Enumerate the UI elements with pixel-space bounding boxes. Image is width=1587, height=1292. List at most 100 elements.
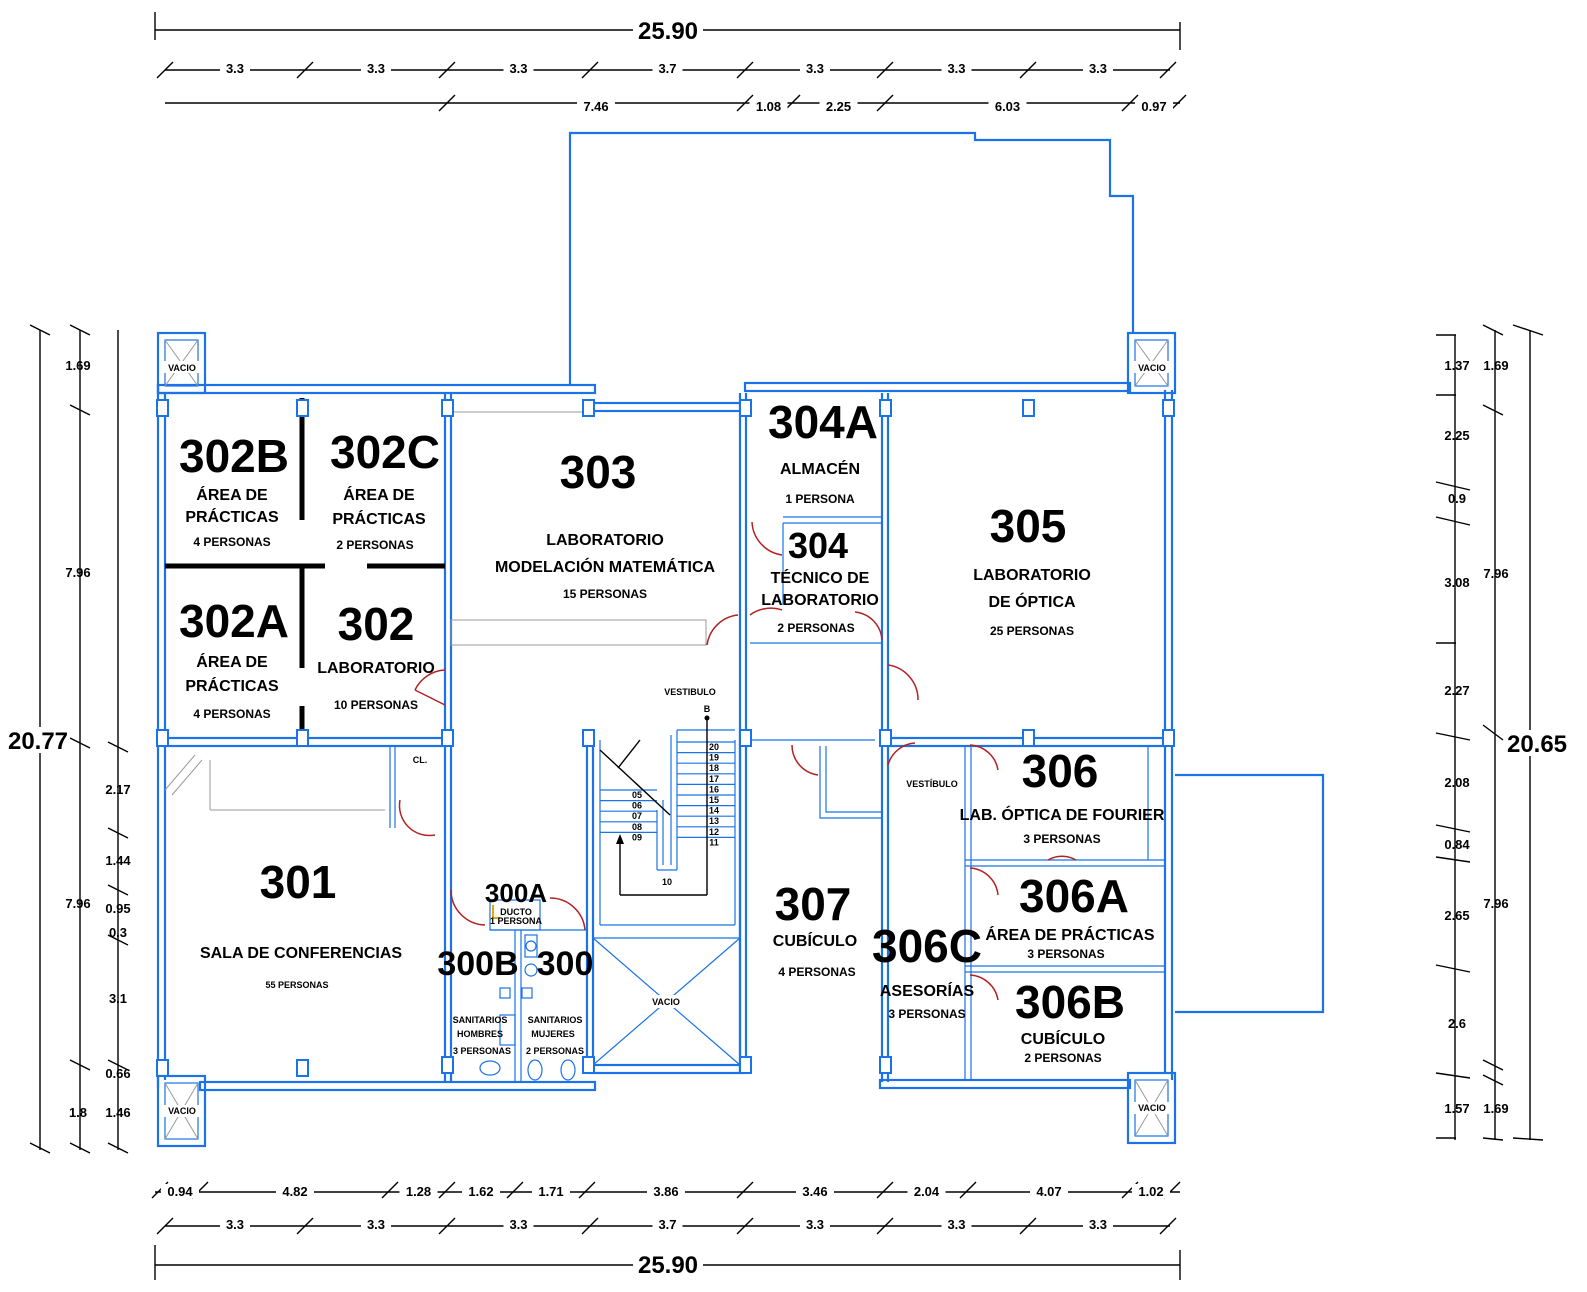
dim-label: 7.46 [583, 99, 608, 114]
room-306a: 306A ÁREA DE PRÁCTICAS 3 PERSONAS [985, 870, 1155, 961]
room-name: DE ÓPTICA [988, 592, 1076, 611]
dim-label: 3.3 [1089, 61, 1107, 76]
dim-label: 1.08 [756, 99, 781, 114]
dim-label: 2.6 [1448, 1016, 1466, 1031]
room-306b: 306B CUBÍCULO 2 PERSONAS [1015, 976, 1125, 1065]
dim-label-bg [532, 1184, 570, 1198]
room-name: LAB. ÓPTICA DE FOURIER [960, 805, 1165, 824]
room-name: CUBÍCULO [1021, 1029, 1105, 1048]
left-dimensions: 20.77 1.69 7.96 7.96 1.8 2.17 1.44 0.95 … [8, 324, 131, 1154]
column [441, 399, 454, 417]
dim-tick [736, 61, 754, 79]
bottom-total-dimension: 25.90 [638, 1252, 698, 1279]
room-occupancy: 4 PERSONAS [193, 535, 270, 549]
dim-label: 1.28 [406, 1184, 431, 1199]
room-number: 306 [1022, 745, 1099, 797]
dim-label: 0.94 [167, 1184, 193, 1199]
room-name: SANITARIOS [528, 1015, 583, 1025]
dim-tick [578, 1181, 596, 1199]
room-name: HOMBRES [457, 1029, 503, 1039]
columns [156, 399, 1175, 1077]
dim-label: 0.3 [109, 925, 127, 940]
room-number: 305 [990, 500, 1067, 552]
dim-label-bg [800, 1217, 830, 1231]
room-name: SALA DE CONFERENCIAS [200, 945, 402, 962]
dim-tick [1121, 94, 1139, 112]
dim-label: 2.08 [1444, 775, 1469, 790]
column [156, 1059, 169, 1077]
column [296, 729, 309, 747]
dim-tick [876, 1181, 894, 1199]
toilet-fixtures [479, 934, 576, 1081]
dim-label-bg [220, 1217, 250, 1231]
dim-label: 2.27 [1444, 683, 1469, 698]
dim-label-bg [399, 1184, 438, 1198]
dim-tick [1159, 1217, 1177, 1235]
column [1022, 729, 1035, 747]
dim-label: 1.69 [65, 358, 90, 373]
dim-tick [296, 1217, 314, 1235]
column [879, 1056, 892, 1074]
dim-label: 1.57 [1444, 1101, 1469, 1116]
dim-label: 3.3 [947, 61, 965, 76]
dim-label: 3.3 [509, 1217, 527, 1232]
room-number: 302B [179, 430, 289, 482]
dim-label: 3.3 [367, 61, 385, 76]
column [879, 729, 892, 747]
dim-label: 1.8 [69, 1105, 87, 1120]
dim-tick [381, 1181, 399, 1199]
stair-step-number: 12 [709, 827, 719, 837]
room-302: 302 LABORATORIO 10 PERSONAS [317, 598, 435, 712]
stair-step-number: 06 [632, 801, 642, 811]
dim-label-bg [1083, 1217, 1113, 1231]
column [296, 399, 309, 417]
dim-label: 3.3 [367, 1217, 385, 1232]
dim-label: 3.3 [1089, 1217, 1107, 1232]
vacio-label: VACIO [168, 1106, 196, 1116]
room-name: TÉCNICO DE [771, 568, 870, 587]
dim-label: 1.71 [538, 1184, 563, 1199]
room-occupancy: 4 PERSONAS [193, 707, 270, 721]
dim-label-bg [1083, 61, 1113, 75]
dim-label: 3.3 [226, 1217, 244, 1232]
dim-label-bg [577, 99, 615, 113]
vacio-label: VACIO [652, 997, 680, 1007]
dim-label-bg [161, 1184, 199, 1198]
dim-tick [438, 1181, 456, 1199]
room-301: 301 SALA DE CONFERENCIAS 55 PERSONAS [200, 856, 402, 990]
room-occupancy: 2 PERSONAS [526, 1046, 584, 1056]
column [739, 729, 752, 747]
dim-label: 3.7 [658, 1217, 676, 1232]
column [1022, 399, 1035, 417]
column [156, 729, 169, 747]
room-name: DUCTO [500, 907, 532, 917]
dim-label: 7.96 [1483, 566, 1508, 581]
dim-tick [438, 94, 456, 112]
dim-label-bg [462, 1184, 500, 1198]
column [441, 729, 454, 747]
dim-label-bg [988, 99, 1027, 113]
stair-step-number: 19 [709, 753, 719, 763]
stair-step-number: 14 [709, 806, 719, 816]
dim-label-bg [1135, 99, 1173, 113]
room-number: 302C [330, 426, 440, 478]
dim-label-bg [361, 61, 391, 75]
room-name: PRÁCTICAS [332, 509, 426, 528]
dim-label: 1.02 [1138, 1184, 1163, 1199]
dim-tick [438, 61, 456, 79]
stair-step-number: 11 [709, 837, 719, 847]
room-302c: 302C ÁREA DE PRÁCTICAS 2 PERSONAS [330, 426, 440, 552]
room-number: 300B [437, 945, 518, 983]
column [739, 1056, 752, 1074]
stair-step-number: 18 [709, 763, 719, 773]
dim-tick [876, 61, 894, 79]
dim-label: 1.37 [1444, 358, 1469, 373]
dim-label: 3.1 [109, 991, 127, 1006]
room-number: 303 [560, 446, 637, 498]
top-total-dimension: 25.90 [638, 18, 698, 45]
dim-tick [876, 94, 894, 112]
room-name: MUJERES [531, 1029, 575, 1039]
dim-label: 1.69 [1483, 358, 1508, 373]
vacio-label: VACIO [1138, 1103, 1166, 1113]
